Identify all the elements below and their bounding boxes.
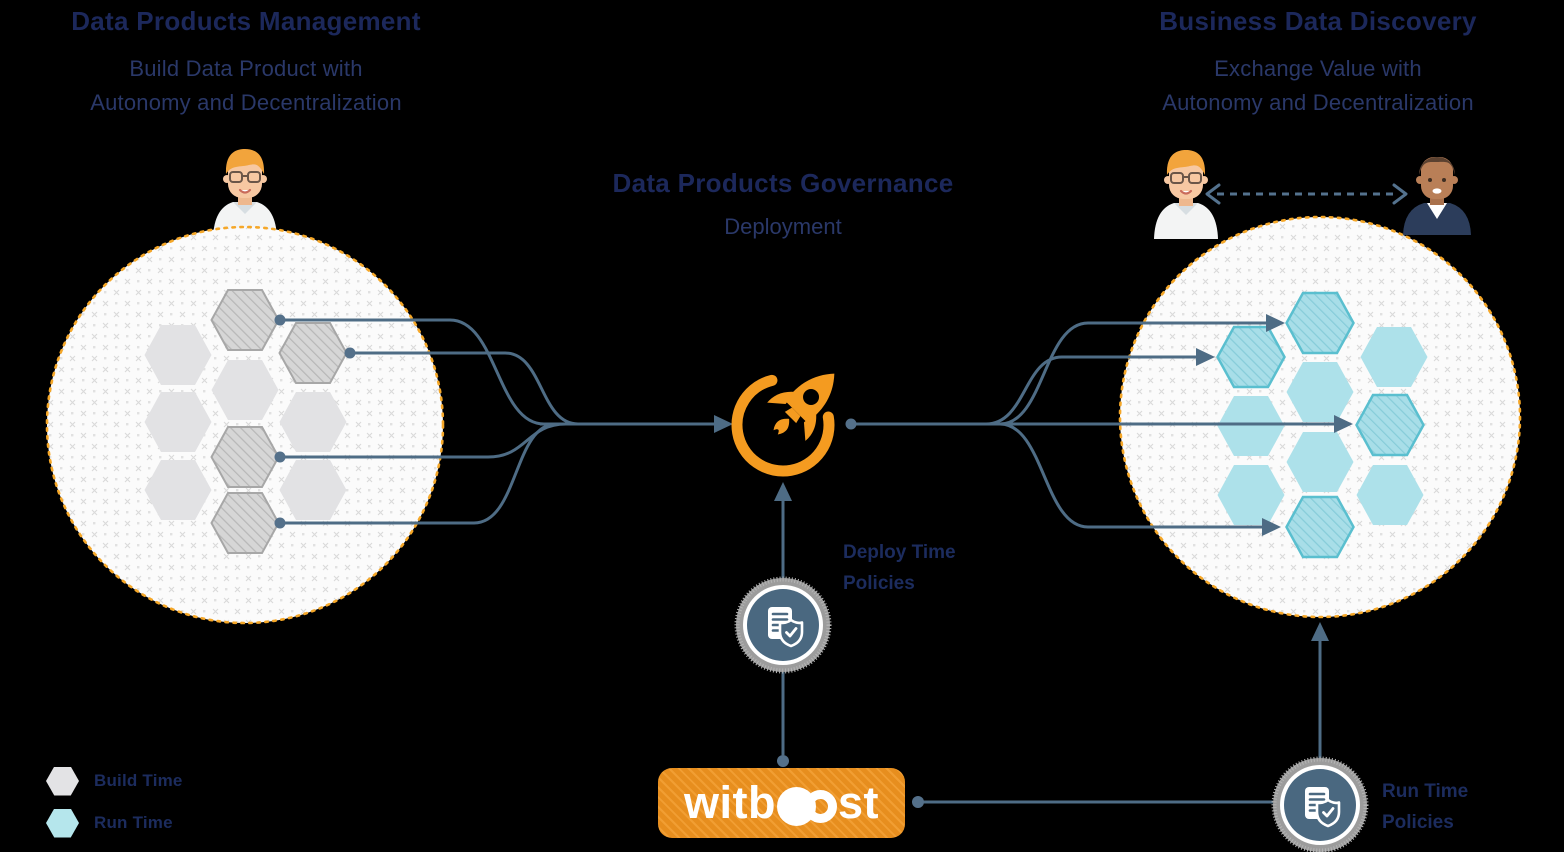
build-time-hexagon-striped	[278, 322, 348, 384]
run-time-hexagon-grid	[1216, 291, 1428, 559]
deployment-rocket-icon	[731, 373, 835, 477]
build-time-hexagon-striped	[210, 426, 280, 488]
run-time-policy-icon	[1271, 756, 1369, 852]
build-time-circle	[45, 225, 445, 625]
center-section-subtitle: Deployment	[724, 214, 842, 239]
business-user-avatar	[1403, 157, 1471, 235]
right-section-subtitle: Exchange Value with Autonomy and Decentr…	[1162, 56, 1474, 115]
run-time-hexagon	[1286, 362, 1354, 422]
run-time-swatch	[46, 808, 79, 838]
data-product-owner-avatar	[213, 149, 277, 238]
run-time-hexagon	[1356, 465, 1424, 525]
build-time-hexagon	[144, 325, 212, 385]
build-time-hexagon	[144, 392, 212, 452]
deploy-time-policy-icon	[734, 576, 832, 674]
exchange-arrows-icon	[1205, 183, 1408, 205]
shield-check-icon	[1315, 798, 1341, 828]
run-time-hexagon	[1286, 432, 1354, 492]
shield-check-icon	[778, 618, 804, 648]
run-time-hexagon	[1217, 396, 1285, 456]
build-time-hexagon	[144, 460, 212, 520]
build-time-hexagon-striped	[210, 492, 280, 554]
center-section-title: Data Products Governance	[612, 168, 954, 198]
run-time-hexagon-striped	[1285, 495, 1355, 559]
legend-item-run-time: Run Time	[46, 808, 183, 838]
run-time-hexagon	[1217, 465, 1285, 525]
deployment-cycle-arc	[731, 373, 835, 477]
run-time-hexagon-striped	[1355, 393, 1425, 457]
build-time-hexagon-striped	[210, 289, 280, 351]
build-time-hexagon-grid	[144, 289, 348, 554]
left-section-title: Data Products Management	[71, 6, 421, 36]
run-time-policies-label: Run Time Policies	[1382, 781, 1469, 833]
logo-o-ring	[803, 789, 837, 823]
legend-label: Run Time	[94, 813, 173, 832]
left-section-subtitle: Build Data Product with Autonomy and Dec…	[90, 56, 402, 115]
data-consumer-avatar	[1154, 150, 1218, 239]
run-time-hexagon	[1360, 327, 1428, 387]
legend-item-build-time: Build Time	[46, 766, 183, 796]
build-to-governance-connectors	[274, 314, 733, 529]
glasses-icon	[1170, 172, 1202, 184]
build-time-hexagon	[279, 460, 347, 520]
legend-label: Build Time	[94, 771, 183, 790]
policy-connectors	[774, 482, 1329, 808]
legend: Build Time Run Time	[46, 766, 183, 850]
build-time-hexagon	[211, 360, 279, 420]
governance-to-run-connectors	[845, 314, 1353, 536]
build-time-swatch	[46, 766, 79, 796]
right-section-title: Business Data Discovery	[1159, 6, 1477, 36]
build-time-hexagon	[279, 392, 347, 452]
deploy-time-policies-label: Deploy Time Policies	[843, 542, 956, 594]
run-time-hexagon-striped	[1285, 291, 1355, 355]
glasses-icon	[229, 171, 261, 183]
